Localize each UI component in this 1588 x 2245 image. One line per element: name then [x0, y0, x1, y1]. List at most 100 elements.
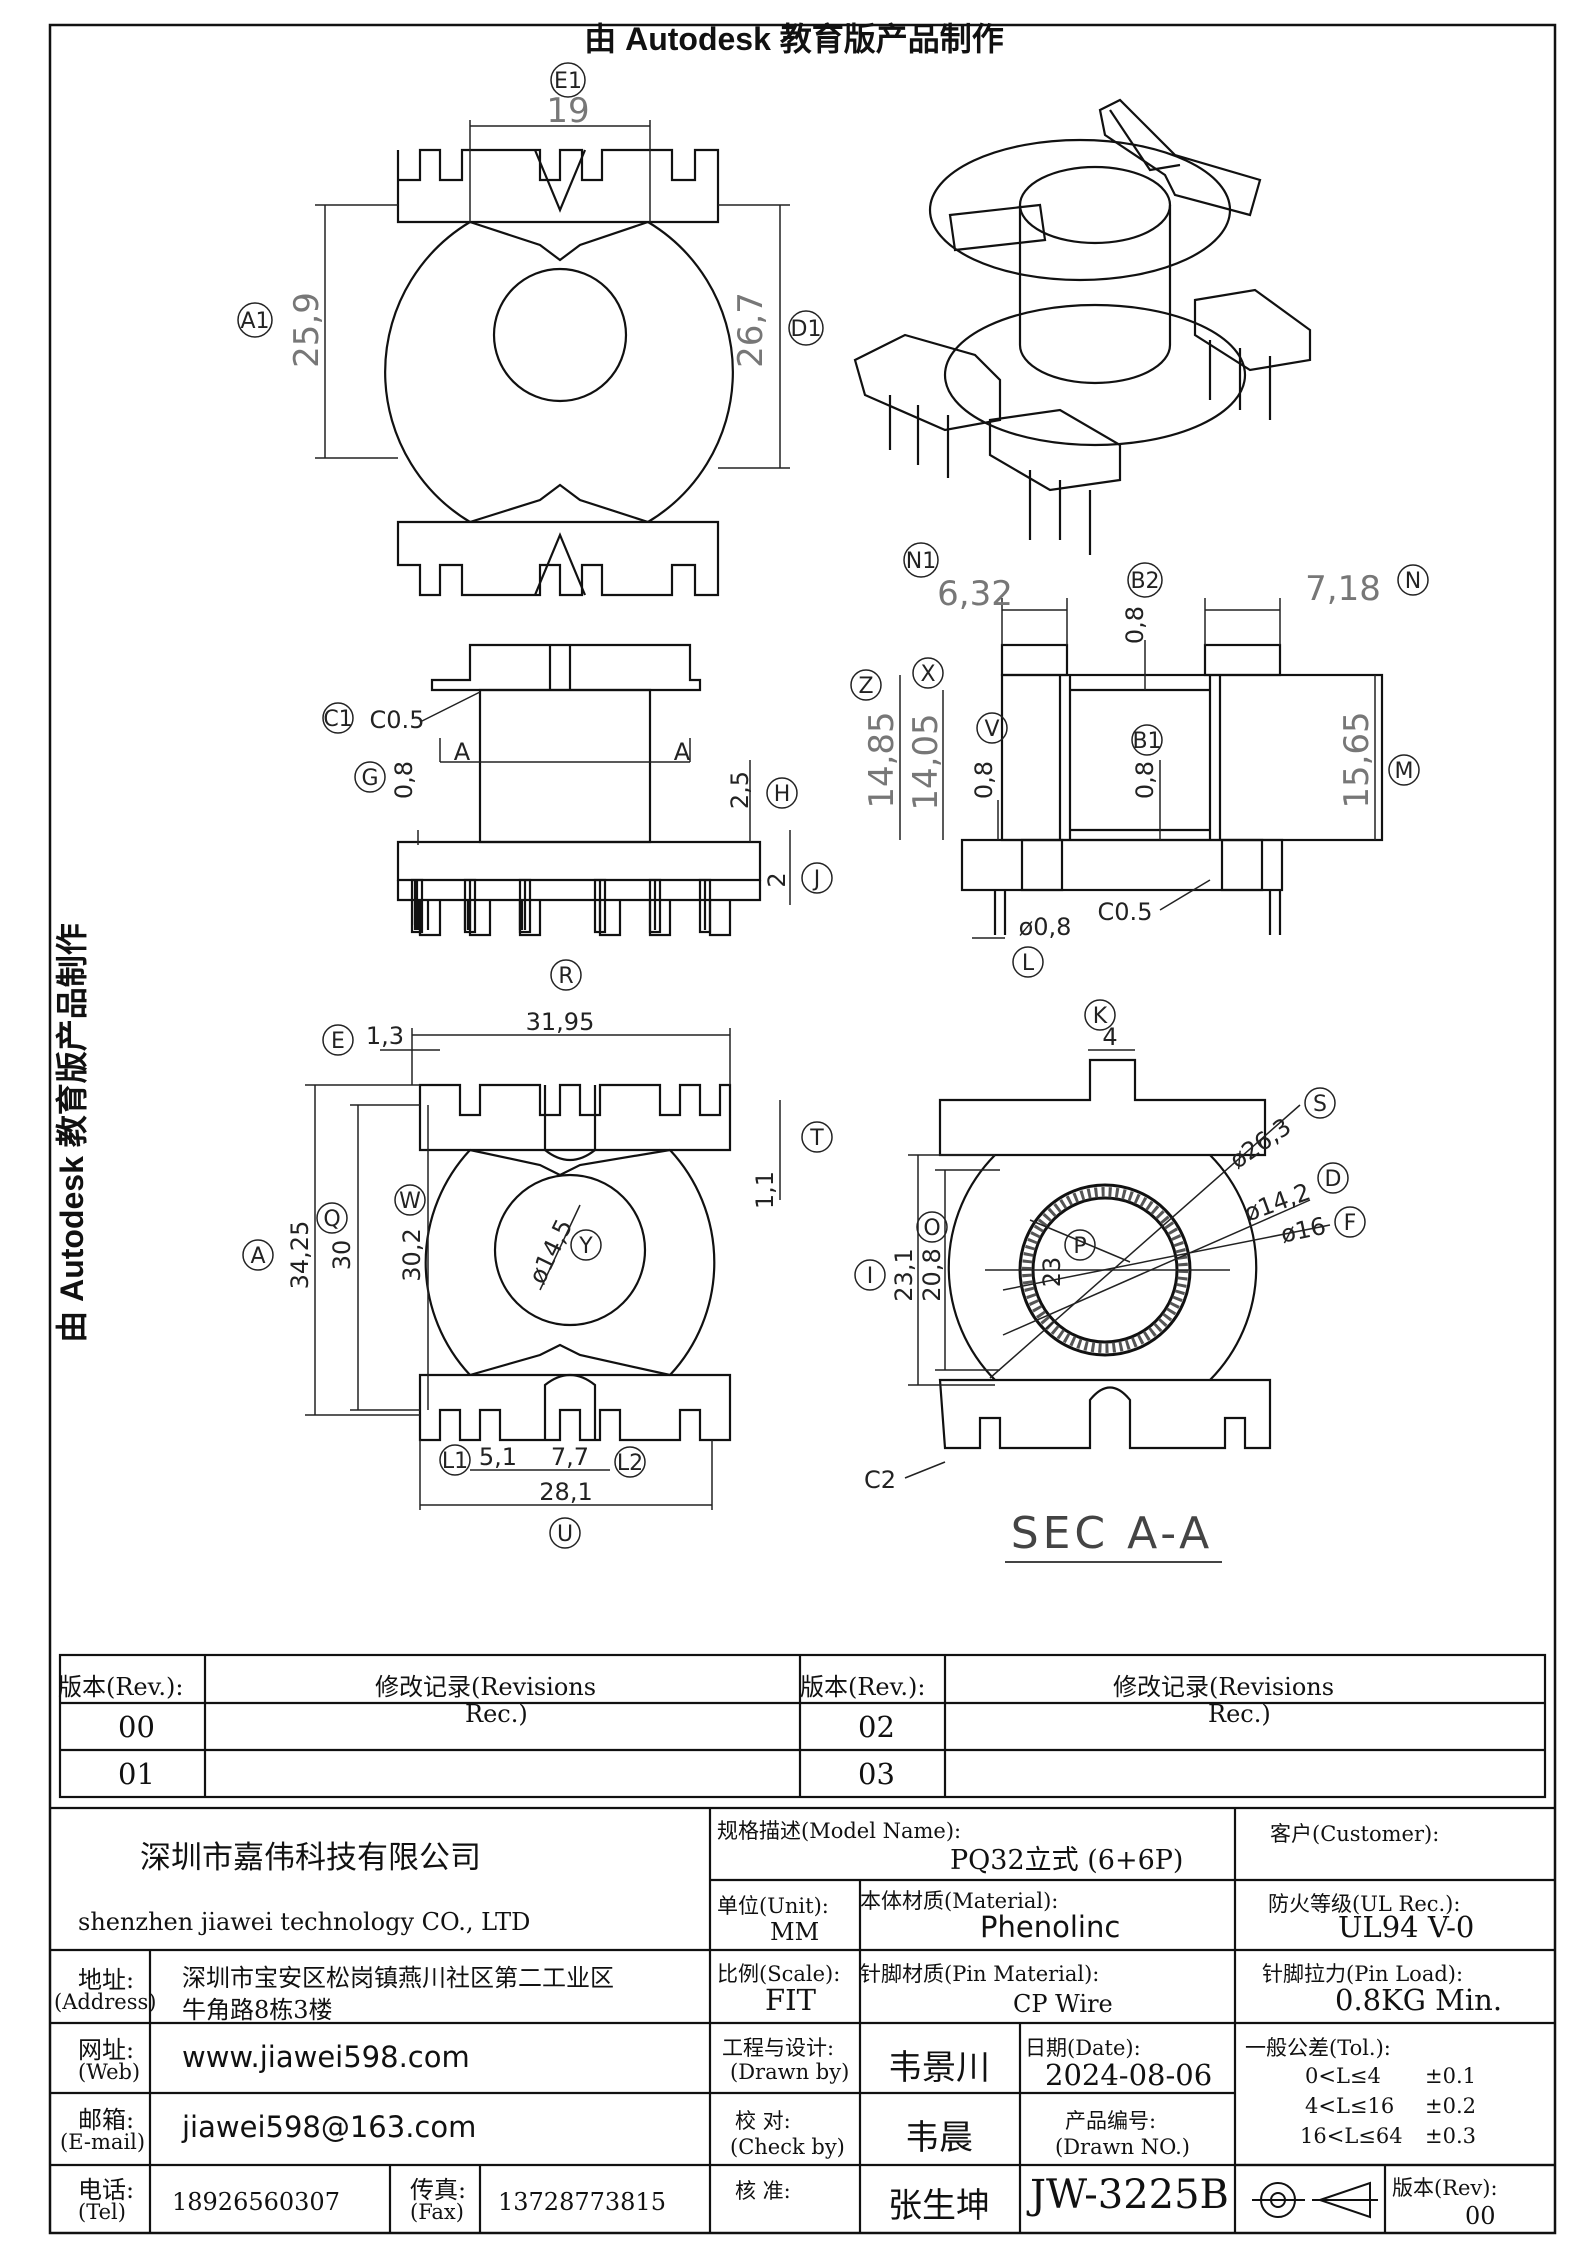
- approver-label: 核 准:: [735, 2179, 791, 2203]
- dim-l1: 5,1: [479, 1443, 517, 1471]
- bubble-u: U: [557, 1522, 573, 1547]
- top-view-dims: [237, 62, 824, 469]
- dim-t: 1,1: [751, 1171, 779, 1209]
- dim-h: 2,5: [726, 771, 754, 809]
- bubble-l: L: [1022, 951, 1035, 976]
- tel-label-en: (Tel): [78, 2200, 126, 2224]
- rev-header-left: 版本(Rev.):: [58, 1673, 184, 1701]
- fax-label: 传真:: [410, 2176, 467, 2204]
- email-label: 邮箱:: [78, 2106, 135, 2134]
- company-name-cn: 深圳市嘉伟科技有限公司: [140, 1840, 481, 1876]
- bubble-v: V: [984, 717, 999, 742]
- revisions-header-right-2: Rec.): [1208, 1700, 1271, 1728]
- bubble-k: K: [1093, 1004, 1108, 1029]
- address-label: 地址:: [78, 1966, 135, 1994]
- part-no-label-en: (Drawn NO.): [1055, 2135, 1190, 2159]
- revisions-header-left: 修改记录(Revisions: [375, 1673, 597, 1701]
- material-value: Phenolinc: [980, 1910, 1121, 1944]
- dim-p: 23: [1038, 1257, 1066, 1288]
- dim-w: 30,2: [398, 1228, 426, 1281]
- watermark-left: 由 Autodesk 教育版产品制作: [54, 923, 90, 1343]
- bubble-d1: D1: [791, 317, 822, 342]
- pin-material-value: CP Wire: [1013, 1990, 1113, 2018]
- checker-label: 校 对:: [735, 2109, 791, 2133]
- bubble-r: R: [558, 964, 573, 989]
- dim-c05: C0.5: [1098, 898, 1153, 926]
- customer-label: 客户(Customer):: [1270, 1822, 1440, 1846]
- dim-b2: 0,8: [1121, 606, 1149, 644]
- section-view-dims: [854, 999, 1366, 1479]
- bubble-e1: E1: [554, 69, 582, 94]
- address-line-2: 牛角路8栋3楼: [182, 1996, 333, 2024]
- unit-value: MM: [770, 1918, 820, 1946]
- tol-range-1: 0<L≤4: [1305, 2064, 1381, 2088]
- email-label-en: (E-mail): [60, 2130, 146, 2154]
- checker-label-en: (Check by): [730, 2135, 845, 2159]
- approver-name: 张生坤: [888, 2186, 990, 2226]
- part-no-label: 产品编号:: [1065, 2109, 1157, 2133]
- bubble-j: J: [812, 867, 821, 892]
- dim-y: ø14,5: [523, 1215, 578, 1289]
- model-label: 规格描述(Model Name):: [717, 1819, 962, 1843]
- email-link[interactable]: jiawei598@163.com: [182, 2110, 477, 2144]
- dim-k: 4: [1102, 1023, 1117, 1051]
- side-view: [960, 643, 1384, 935]
- dim-c2: C2: [864, 1466, 896, 1494]
- dim-v: 0,8: [970, 761, 998, 799]
- section-view: [938, 1058, 1272, 1450]
- bottom-view-dims: [242, 959, 833, 1549]
- dim-i: 23,1: [890, 1248, 918, 1301]
- web-label-en: (Web): [78, 2060, 141, 2084]
- pin-load-label: 针脚拉力(Pin Load):: [1262, 1962, 1464, 1986]
- dim-e: 1,3: [366, 1022, 404, 1050]
- bubble-e: E: [331, 1029, 345, 1054]
- bubble-l2: L2: [617, 1451, 643, 1476]
- bubble-y: Y: [578, 1234, 593, 1259]
- bubble-g: G: [361, 766, 378, 791]
- dim-a1: 25,9: [287, 292, 327, 368]
- revision-table-grid: [58, 1653, 1547, 1799]
- dim-q: 30: [328, 1240, 356, 1271]
- bubble-n: N: [1405, 569, 1421, 594]
- rev-row-01: 01: [118, 1757, 155, 1791]
- front-pins: [410, 878, 712, 934]
- scale-label: 比例(Scale):: [717, 1962, 841, 1986]
- rev-row-00: 00: [118, 1710, 155, 1744]
- website-link[interactable]: www.jiawei598.com: [182, 2040, 470, 2074]
- bubble-h: H: [774, 782, 791, 807]
- dim-z: 14,85: [862, 711, 902, 808]
- dim-o: 20,8: [918, 1248, 946, 1301]
- rev-value: 00: [1465, 2202, 1496, 2230]
- designer-label: 工程与设计:: [722, 2036, 835, 2060]
- part-number: JW-3225B: [1030, 2172, 1229, 2218]
- dim-n: 7,18: [1305, 569, 1381, 609]
- tol-range-3: 16<L≤64: [1300, 2124, 1403, 2148]
- bubble-w: W: [399, 1189, 421, 1214]
- dim-g: 0,8: [390, 761, 418, 799]
- designer-label-en: (Drawn by): [730, 2060, 850, 2084]
- tol-range-2: 4<L≤16: [1305, 2094, 1395, 2118]
- bubble-i: I: [867, 1264, 874, 1289]
- dim-b1: 0,8: [1131, 761, 1159, 799]
- rev-row-02: 02: [858, 1710, 895, 1744]
- bubble-t: T: [809, 1126, 824, 1151]
- tel-number: 18926560307: [172, 2188, 340, 2216]
- dim-j: 2: [763, 872, 791, 887]
- section-mark-right: A: [674, 738, 691, 766]
- dim-l: ø0,8: [1019, 913, 1072, 941]
- ul-value: UL94 V-0: [1338, 1910, 1475, 1944]
- bubble-f: F: [1344, 1211, 1357, 1236]
- dim-m: 15,65: [1337, 711, 1377, 808]
- checker-name: 韦晨: [905, 2118, 973, 2158]
- dim-r: 31,95: [526, 1008, 595, 1036]
- company-name-en: shenzhen jiawei technology CO., LTD: [78, 1908, 531, 1936]
- isometric-view: [853, 98, 1312, 555]
- bubble-b2: B2: [1130, 569, 1159, 594]
- dim-f: ø16: [1278, 1212, 1328, 1249]
- dim-d1: 26,7: [731, 292, 771, 368]
- dim-e1: 19: [546, 91, 589, 131]
- date-value: 2024-08-06: [1045, 2058, 1213, 2092]
- dim-x: 14,05: [906, 713, 946, 810]
- ul-label: 防火等级(UL Rec.):: [1268, 1892, 1461, 1916]
